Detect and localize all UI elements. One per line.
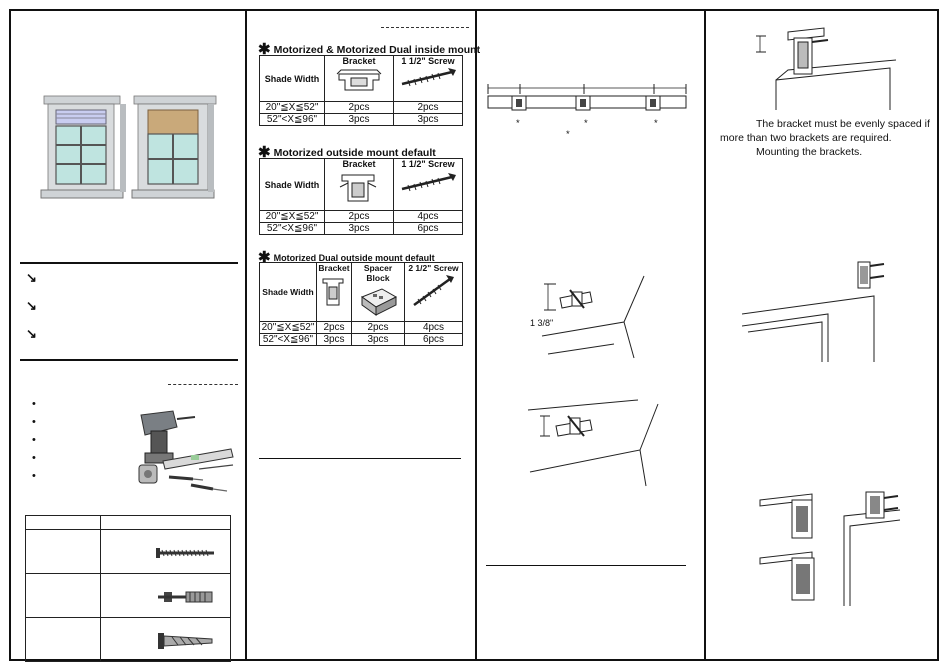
screw-icon [401, 173, 456, 192]
divider-top [20, 262, 238, 264]
screw-icon [401, 68, 456, 87]
star-mark: * [654, 118, 658, 129]
star-mark: * [516, 118, 520, 129]
header-bracket: Bracket [318, 263, 350, 273]
arrow-icon: ↘ [26, 298, 37, 313]
spacing-note: The bracket must be evenly spaced if [756, 118, 930, 130]
window-shade-illustration [40, 95, 217, 199]
tools-illustration [138, 410, 234, 492]
long-screw-icon [412, 275, 454, 307]
section-title-outside: ✱Motorized outside mount default [258, 144, 436, 161]
wall-anchor-icon [158, 633, 213, 649]
bracket-icon [322, 278, 344, 306]
header-screw: 2 1/2" Screw [408, 263, 459, 273]
measurement-label: 1 3/8" [530, 318, 554, 328]
spacing-note-cont: more than two brackets are required. [720, 132, 892, 144]
dual-bracket-diagram [759, 491, 901, 606]
header-shade-width: Shade Width [262, 287, 314, 297]
outside-mount-table: Shade Width Bracket 1 1/2" Screw 20"≦X≦5… [259, 158, 463, 235]
header-shade-width: Shade Width [264, 73, 320, 84]
section-title-dual-outside: ✱Motorized Dual outside mount default [258, 249, 435, 266]
star-icon: ✱ [258, 249, 271, 266]
bracket-icon [336, 69, 382, 91]
column-divider-2 [475, 9, 477, 661]
divider [259, 458, 461, 459]
column-divider-3 [704, 9, 706, 661]
dashed-rule [168, 384, 238, 385]
header-screw: 1 1/2" Screw [401, 159, 455, 169]
bullet-icon: • [32, 398, 36, 410]
star-icon: ✱ [258, 41, 271, 58]
mounting-heading: Mounting the brackets. [756, 146, 863, 158]
hardware-table [25, 515, 231, 662]
column-divider-1 [245, 9, 247, 661]
divider [486, 565, 686, 566]
bracket-spacing-diagram [487, 84, 687, 111]
header-shade-width: Shade Width [264, 179, 320, 190]
inside-mount-table: Shade Width Bracket 1 1/2" Screw 20"≦X≦5… [259, 55, 463, 126]
star-icon: ✱ [258, 144, 271, 161]
bullet-icon: • [32, 470, 36, 482]
header-bracket: Bracket [342, 56, 376, 66]
spacer-block-icon [360, 288, 398, 316]
outside-mount-diagram [742, 261, 885, 362]
screw-icon [156, 548, 214, 558]
section-title-inside: ✱Motorized & Motorized Dual inside mount [258, 41, 481, 58]
arrow-icon: ↘ [26, 270, 37, 285]
bullet-icon: • [32, 452, 36, 464]
header-bracket: Bracket [342, 159, 376, 169]
divider-bottom [20, 359, 238, 361]
bullet-icon: • [32, 416, 36, 428]
bracket-icon [339, 174, 377, 202]
arrow-icon: ↘ [26, 326, 37, 341]
inside-mount-diagram-2 [527, 399, 659, 487]
page-frame [9, 9, 939, 661]
anchor-screw-icon [158, 591, 213, 603]
header-screw: 1 1/2" Screw [401, 56, 455, 66]
dashed-rule [381, 27, 469, 28]
bracket-mount-detail [756, 27, 897, 110]
star-mark: * [584, 118, 588, 129]
inside-mount-diagram [541, 275, 645, 359]
bullet-icon: • [32, 434, 36, 446]
header-spacer-block: Spacer Block [363, 263, 393, 283]
star-mark: * [566, 129, 570, 140]
dual-outside-mount-table: Shade Width Bracket Spacer Block 2 1/2" … [259, 262, 463, 346]
